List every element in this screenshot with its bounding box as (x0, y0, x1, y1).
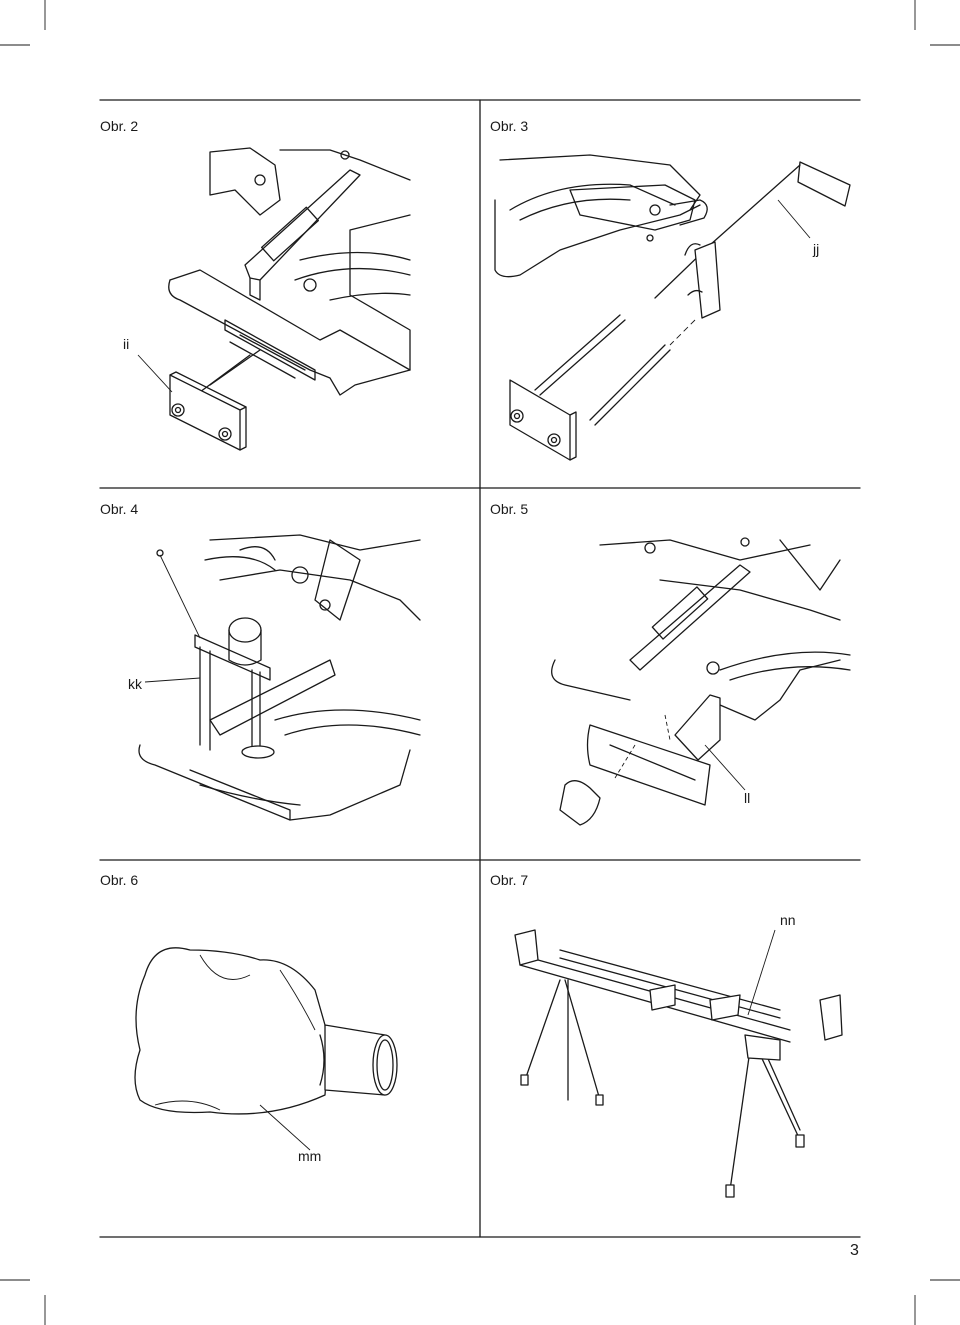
figure-2-illustration (137, 147, 411, 451)
figure-label-3: Obr. 3 (490, 118, 529, 134)
figure-6-illustration (134, 947, 398, 1151)
figure-label-6: Obr. 6 (100, 872, 139, 888)
callout-ll: ll (744, 790, 751, 806)
figure-label-2: Obr. 2 (100, 118, 139, 134)
callout-nn: nn (780, 912, 796, 928)
callout-kk: kk (128, 676, 142, 692)
figure-label-4: Obr. 4 (100, 501, 139, 517)
figure-label-5: Obr. 5 (490, 501, 529, 517)
page-number: 3 (850, 1242, 859, 1259)
callout-ii: ii (123, 336, 130, 352)
figure-label-7: Obr. 7 (490, 872, 529, 888)
figure-5-illustration (551, 537, 851, 826)
figure-3-illustration (494, 154, 851, 461)
figure-7-illustration (514, 929, 843, 1198)
figure-4-illustration (138, 534, 421, 821)
callout-mm: mm (298, 1148, 322, 1164)
callout-jj: jj (813, 241, 820, 257)
